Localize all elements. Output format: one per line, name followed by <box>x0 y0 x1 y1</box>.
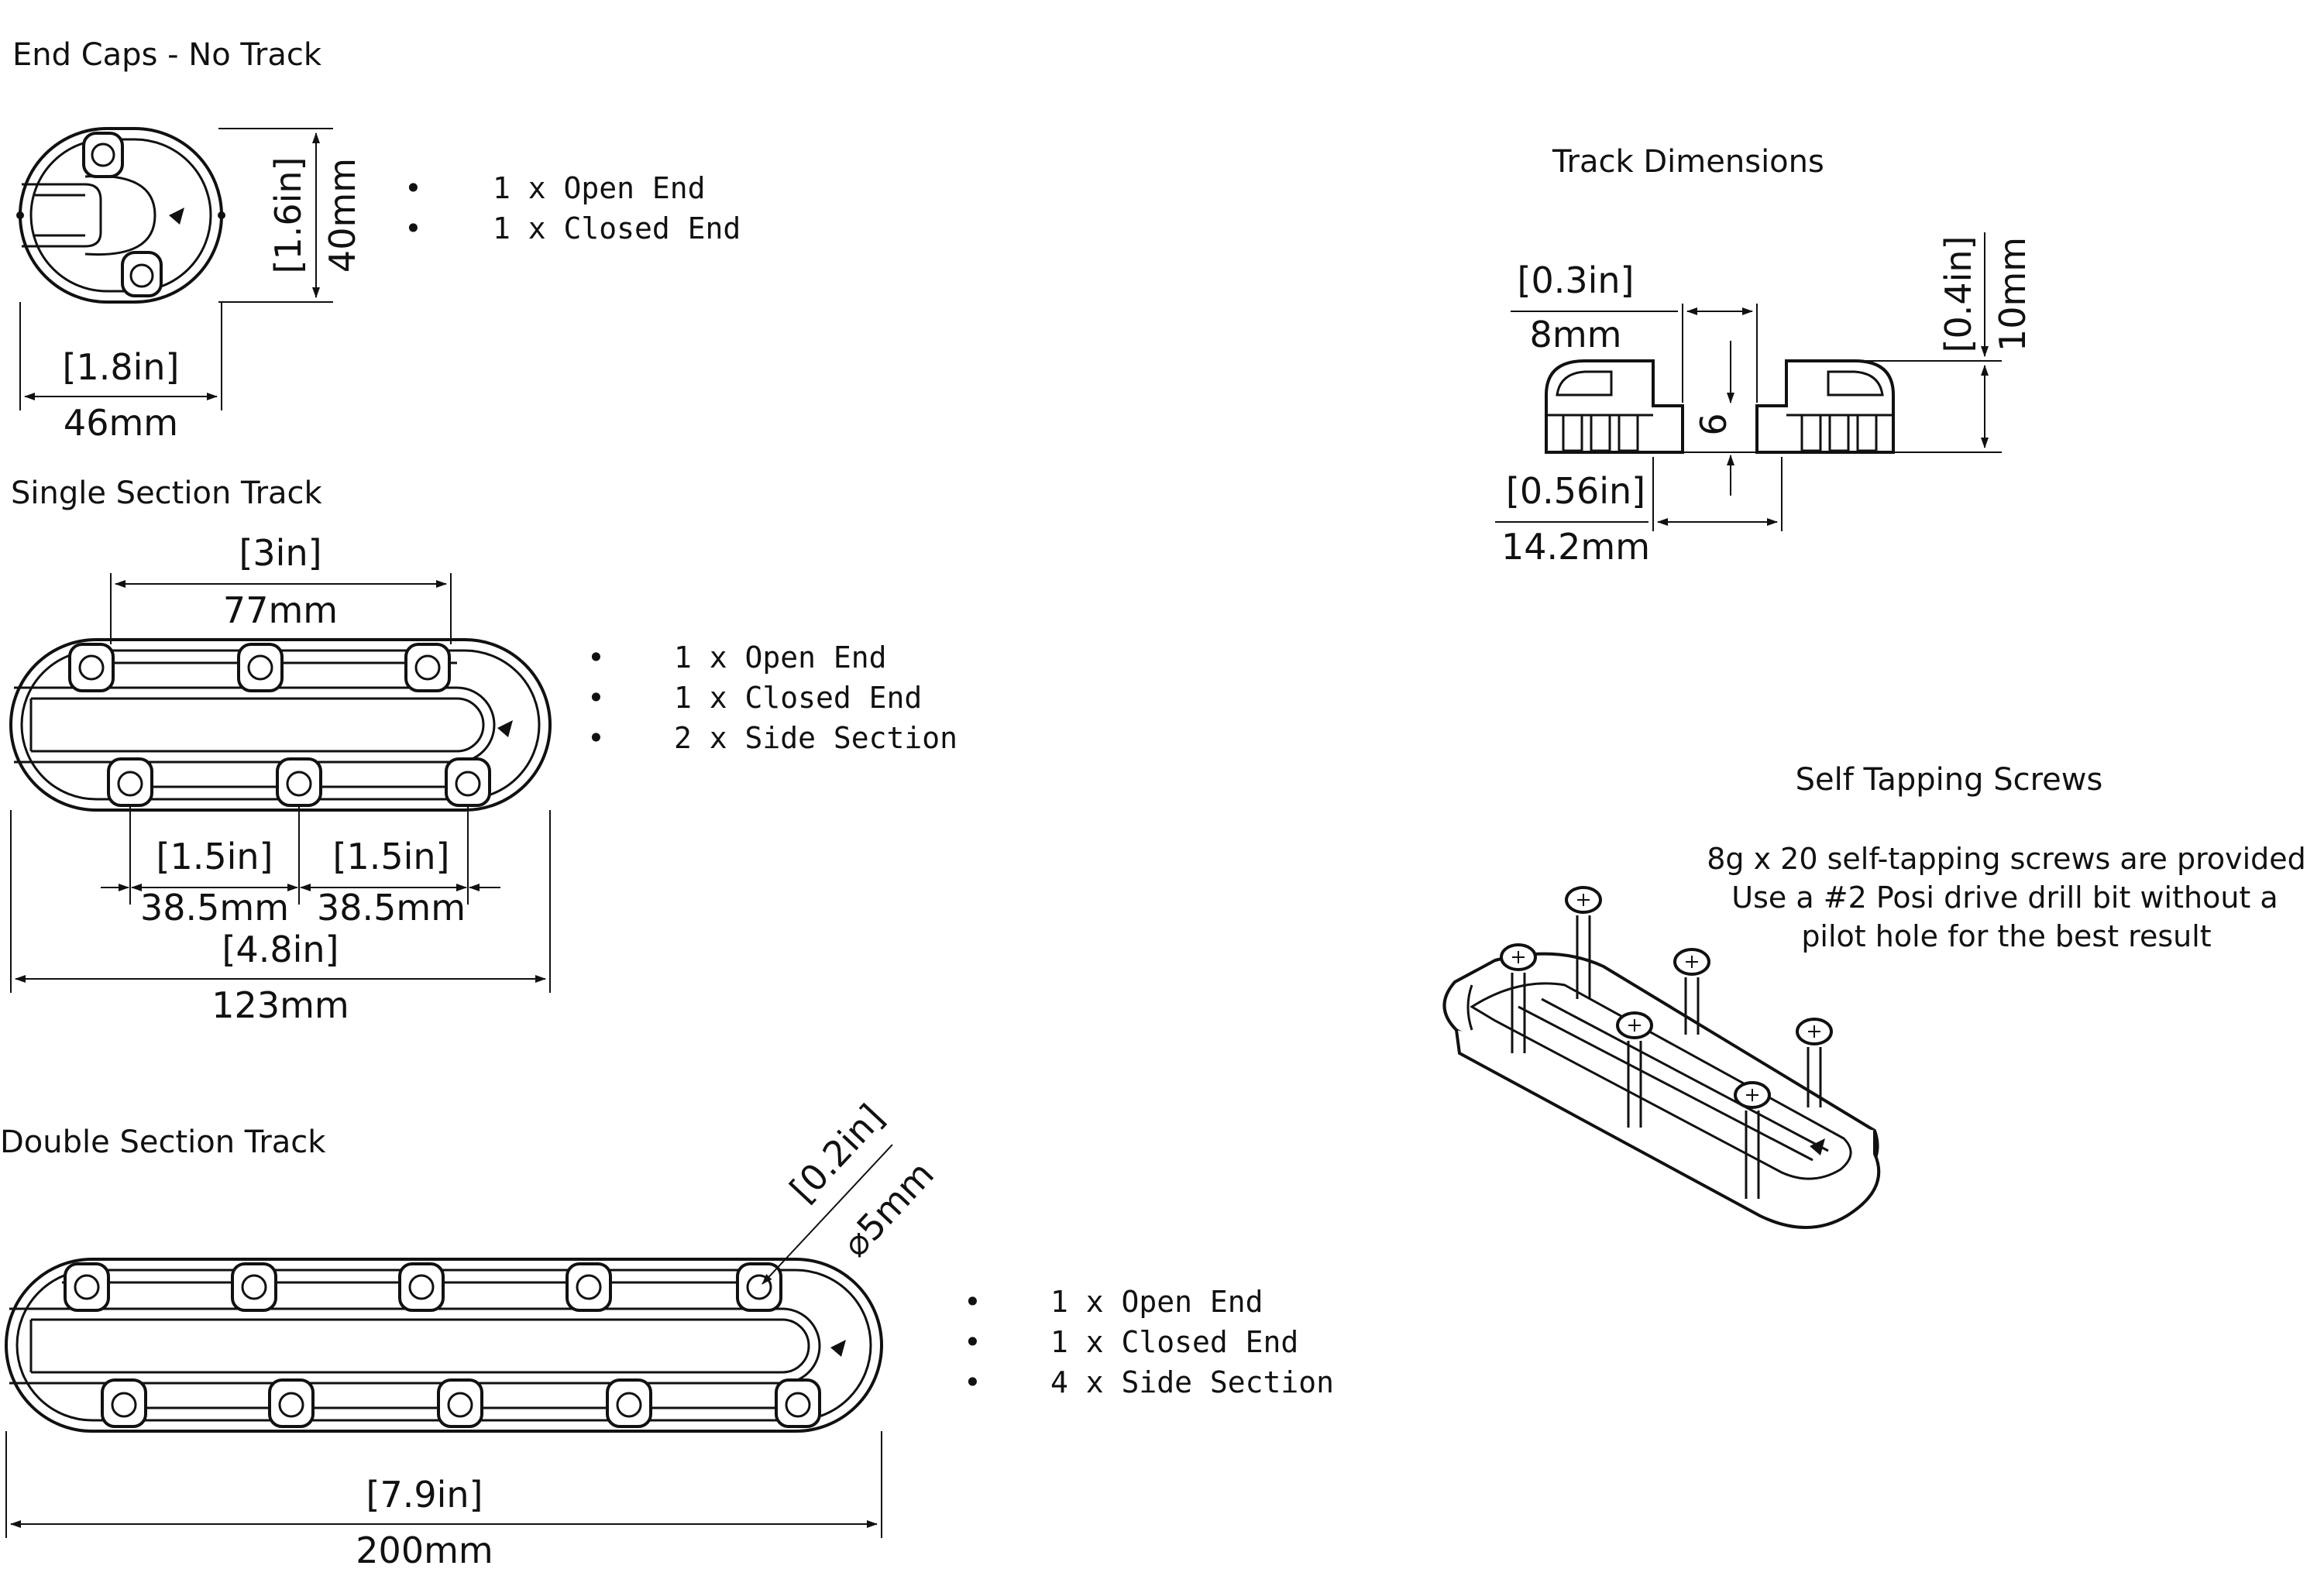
end-caps-item-1: 1 x Open End <box>493 171 706 205</box>
screw-5 <box>1796 1018 1833 1107</box>
single-bullet-1: • <box>587 640 605 675</box>
end-caps-dimensions: [1.6in] 40mm [1.8in] 46mm <box>19 128 363 444</box>
single-span-in-label: [3in] <box>239 532 321 574</box>
screws-isometric-drawing <box>1442 886 1881 1229</box>
double-track-contents-list: • 1 x Open End • 1 x Closed End • 4 x Si… <box>964 1285 1334 1399</box>
screw-4 <box>1616 1011 1653 1128</box>
double-track-drawing <box>5 1258 883 1433</box>
single-item-1: 1 x Open End <box>674 640 887 675</box>
single-track-section: Single Section Track [3in] 77mm <box>9 475 957 1026</box>
end-cap-width-mm-label: 46mm <box>64 402 178 444</box>
double-total-in-label: [7.9in] <box>366 1474 483 1516</box>
screws-title: Self Tapping Screws <box>1796 762 2103 798</box>
double-track-section: Double Section Track [0 <box>0 1096 1334 1571</box>
track-height-in-label: [0.4in] <box>1937 236 1979 353</box>
single-pitch-a-in-label: [1.5in] <box>156 836 273 877</box>
single-track-title: Single Section Track <box>11 475 323 511</box>
end-caps-item-2: 1 x Closed End <box>493 211 741 245</box>
track-profile-drawing <box>1545 359 1895 454</box>
single-track-contents-list: • 1 x Open End • 1 x Closed End • 2 x Si… <box>587 640 957 755</box>
track-bottom-mm-label: 14.2mm <box>1501 526 1650 568</box>
track-slot-label: 6 <box>1693 413 1734 435</box>
end-cap-height-in-label: [1.6in] <box>267 157 309 274</box>
screws-note-line-1: 8g x 20 self-tapping screws are provided <box>1707 842 2306 876</box>
double-item-3: 4 x Side Section <box>1050 1365 1334 1399</box>
end-cap-height-mm-label: 40mm <box>321 158 363 273</box>
screws-note-line-3: pilot hole for the best result <box>1801 919 2211 953</box>
end-caps-bullet-1: • <box>404 171 422 205</box>
single-bullet-2: • <box>587 681 605 715</box>
screw-3 <box>1673 948 1710 1035</box>
end-caps-bullet-2: • <box>404 211 422 245</box>
double-item-1: 1 x Open End <box>1050 1285 1263 1319</box>
double-bullet-3: • <box>964 1365 982 1399</box>
single-total-in-label: [4.8in] <box>222 929 339 970</box>
end-caps-drawing <box>16 127 225 304</box>
single-pitch-b-mm-label: 38.5mm <box>317 887 466 929</box>
single-bullet-3: • <box>587 721 605 755</box>
single-span-mm-label: 77mm <box>223 589 338 631</box>
end-cap-width-in-label: [1.8in] <box>63 346 180 388</box>
screw-2 <box>1500 943 1537 1053</box>
end-caps-title: End Caps - No Track <box>12 37 322 73</box>
track-bottom-in-label: [0.56in] <box>1506 470 1645 512</box>
screw-6 <box>1734 1081 1771 1199</box>
single-item-3: 2 x Side Section <box>674 721 957 755</box>
single-track-dimensions: [3in] 77mm [1.5in] [1.5in] 38.5mm 38.5mm… <box>10 532 551 1026</box>
single-track-drawing <box>9 638 552 812</box>
screw-1 <box>1565 886 1602 999</box>
track-top-in-label: [0.3in] <box>1518 259 1635 301</box>
double-item-2: 1 x Closed End <box>1050 1325 1298 1359</box>
end-caps-contents-list: • 1 x Open End • 1 x Closed End <box>404 171 741 245</box>
double-hole-mm-label: ⌀5mm <box>834 1153 942 1265</box>
double-total-mm-label: 200mm <box>356 1529 493 1571</box>
track-top-mm-label: 8mm <box>1530 314 1622 355</box>
track-profile-dimensions: [0.3in] 8mm 6 [0.4in] 10mm [0.56in] 14.2… <box>1495 232 2033 568</box>
single-total-mm-label: 123mm <box>211 984 349 1026</box>
screws-note-line-2: Use a #2 Posi drive drill bit without a <box>1731 881 2278 915</box>
track-dimensions-section: Track Dimensions [0.3in] 8mm <box>1495 144 2033 568</box>
single-pitch-a-mm-label: 38.5mm <box>140 887 289 929</box>
single-pitch-b-in-label: [1.5in] <box>333 836 450 877</box>
end-caps-section: End Caps - No Track [1.6in] 40mm <box>12 37 741 444</box>
double-bullet-1: • <box>964 1285 982 1319</box>
double-track-title: Double Section Track <box>0 1124 326 1160</box>
double-bullet-2: • <box>964 1325 982 1359</box>
screws-section: Self Tapping Screws 8g x 20 self-tapping… <box>1442 762 2306 1229</box>
track-height-mm-label: 10mm <box>1992 237 2033 352</box>
track-dims-title: Track Dimensions <box>1552 144 1824 180</box>
single-item-2: 1 x Closed End <box>674 681 922 715</box>
